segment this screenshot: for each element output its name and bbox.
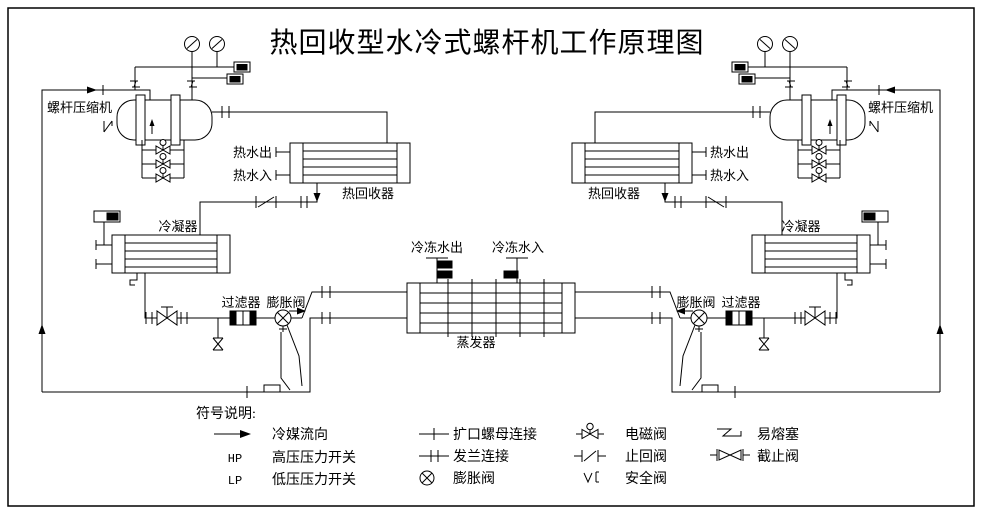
chilled-water-out-label: 冷冻水出 bbox=[411, 240, 463, 255]
lp-symbol-text: LP bbox=[228, 474, 242, 488]
right-hot-water-in-label: 热水入 bbox=[710, 168, 749, 183]
left-expansion-valve-label: 膨胀阀 bbox=[266, 295, 305, 310]
stop-valve-icon bbox=[156, 306, 178, 326]
solenoid-valve-icon bbox=[155, 139, 171, 155]
left-condenser-label: 冷凝器 bbox=[158, 219, 197, 234]
flow-up-arrow-icon bbox=[38, 324, 46, 334]
chilled-water-in-label: 冷冻水入 bbox=[492, 240, 544, 255]
left-filter-label: 过滤器 bbox=[221, 295, 260, 310]
heat-recovery-unit bbox=[275, 142, 411, 184]
solenoid-valve-icon bbox=[155, 167, 171, 183]
service-valve-icon bbox=[187, 80, 197, 88]
right-condenser-label: 冷凝器 bbox=[781, 219, 820, 234]
right-expansion-valve-label: 膨胀阀 bbox=[676, 295, 715, 310]
flow-arrow-icon bbox=[214, 430, 251, 438]
fusible-plug-legend-icon bbox=[717, 428, 742, 437]
service-valve-icon bbox=[130, 80, 140, 88]
expansion-valve-legend-icon bbox=[419, 470, 435, 486]
legend-check-label: 止回阀 bbox=[625, 449, 667, 465]
flow-direction-arrow-icon bbox=[297, 307, 306, 315]
solenoid-valve-icon bbox=[155, 153, 171, 169]
gauge-panel bbox=[130, 36, 251, 100]
right-compressor-label: 螺杆压缩机 bbox=[868, 100, 933, 115]
chilled-water-inlet-pipe bbox=[503, 257, 528, 283]
stop-valve-legend-icon bbox=[710, 449, 750, 461]
legend-safety-label: 安全阀 bbox=[625, 470, 667, 487]
legend: 符号说明: 冷媒流向 HP 高压压力开关 LP 低压压力开关 扩口螺母连接 发兰… bbox=[196, 406, 799, 488]
right-heat-recovery-label: 热回收器 bbox=[588, 186, 640, 201]
legend-flow-label: 冷媒流向 bbox=[272, 427, 328, 443]
sensor-icon bbox=[503, 270, 519, 279]
legend-lp-label: 低压压力开关 bbox=[272, 472, 356, 488]
right-filter-label: 过滤器 bbox=[721, 295, 760, 310]
flow-down-arrow-icon bbox=[313, 193, 321, 202]
left-hot-water-in-label: 热水入 bbox=[233, 168, 272, 183]
hp-pressure-switch-icon bbox=[233, 61, 251, 73]
liquid-line bbox=[144, 273, 407, 391]
right-hot-water-out-label: 热水出 bbox=[710, 145, 749, 160]
temperature-sensor-icon bbox=[93, 210, 121, 245]
expansion-valve-icon bbox=[274, 309, 303, 391]
left-heat-recovery-label: 热回收器 bbox=[342, 186, 394, 201]
left-hot-water-out-label: 热水出 bbox=[233, 145, 272, 160]
flow-right-arrow-icon bbox=[87, 86, 97, 94]
filter-icon bbox=[229, 310, 257, 326]
legend-solenoid-label: 电磁阀 bbox=[625, 427, 667, 443]
unloader-solenoid-valves bbox=[141, 139, 185, 183]
check-valve-icon bbox=[255, 196, 277, 208]
flare-connection-icon bbox=[419, 428, 449, 440]
compressor-safety-valve-icon bbox=[103, 120, 113, 133]
diagram-title: 热回收型水冷式螺杆机工作原理图 bbox=[269, 27, 704, 59]
legend-hp-label: 高压压力开关 bbox=[272, 449, 356, 466]
pressure-gauge-icon bbox=[184, 36, 200, 52]
left-refrigerant-circuit bbox=[38, 36, 411, 398]
safety-valve-legend-icon bbox=[583, 471, 599, 484]
legend-expansion-label: 膨胀阀 bbox=[453, 470, 495, 487]
suction-line bbox=[38, 85, 407, 398]
hot-gas-line bbox=[212, 106, 388, 143]
safety-valve-stub-icon bbox=[212, 318, 224, 351]
condenser bbox=[93, 210, 231, 286]
legend-flare-label: 扩口螺母连接 bbox=[453, 426, 537, 443]
sensing-bulb-icon bbox=[263, 384, 281, 393]
pressure-gauge-icon bbox=[209, 36, 225, 52]
recovery-to-condenser-line bbox=[199, 183, 321, 235]
left-compressor-label: 螺杆压缩机 bbox=[47, 100, 112, 115]
check-valve-legend-icon bbox=[574, 450, 606, 462]
flange-connection-icon bbox=[419, 450, 449, 462]
evaporator-label: 蒸发器 bbox=[456, 335, 495, 350]
lp-pressure-switch-icon bbox=[226, 73, 244, 85]
hp-symbol-text: HP bbox=[228, 452, 242, 466]
evaporator bbox=[406, 257, 576, 337]
chilled-water-outlet-pipe bbox=[426, 257, 453, 283]
screw-compressor bbox=[103, 94, 213, 146]
legend-fusible-label: 易熔塞 bbox=[757, 426, 799, 443]
solenoid-valve-legend-icon bbox=[576, 422, 604, 440]
legend-heading: 符号说明: bbox=[196, 406, 256, 422]
legend-flange-label: 发兰连接 bbox=[453, 448, 509, 465]
legend-stop-label: 截止阀 bbox=[757, 449, 799, 465]
fusible-plug-icon bbox=[129, 273, 138, 286]
sensor-icon bbox=[437, 260, 453, 269]
sensor-icon bbox=[437, 270, 453, 279]
